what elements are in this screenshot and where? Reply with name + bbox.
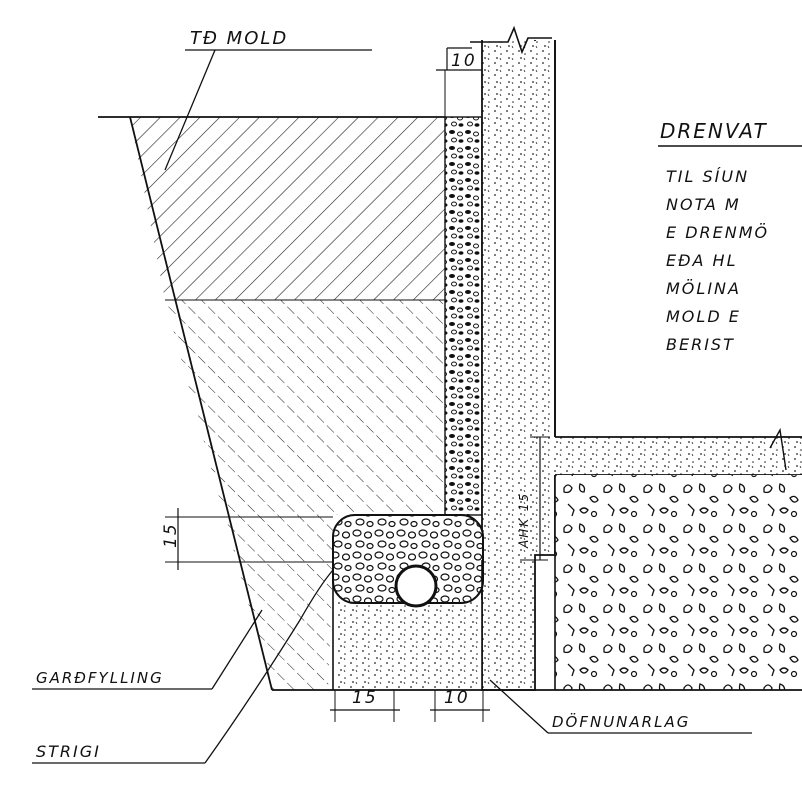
dim-ahk15: AHK 15 (517, 492, 531, 549)
label-gardfylling: GARÐFYLLING (36, 669, 164, 687)
note-line-3: E DRENMÖ (666, 223, 769, 242)
dim-15-bottom: 15 (352, 688, 378, 708)
dim-10-top: 10 (451, 51, 477, 71)
slab-break-mark (769, 427, 787, 471)
leader-strigi (204, 569, 334, 764)
gravel-drain-layer (444, 116, 483, 516)
footing-sand-bed (335, 600, 482, 690)
note-line-6: MOLD E (666, 307, 741, 326)
leader-gardfylling (211, 609, 263, 690)
note-line-5: MÖLINA (666, 279, 741, 298)
note-title: DRENVAT (660, 119, 768, 143)
backfill-upper-hatch (130, 117, 445, 300)
leader-td-mold (164, 49, 216, 171)
backfill-lower-hatch (165, 300, 445, 690)
wall-body-fill (483, 41, 554, 437)
label-strigi: STRIGI (36, 742, 101, 761)
dim-10-bottom: 10 (444, 688, 470, 708)
note-line-2: NOTA M (666, 195, 741, 214)
label-dofnunarlag: DÖFNUNARLAG (552, 712, 690, 731)
note-line-1: TIL SÍUN (666, 167, 749, 186)
underslab-fill (555, 475, 802, 690)
wall-break-mark (470, 25, 552, 55)
note-line-7: BERIST (666, 335, 735, 354)
leader-dofnunarlag (489, 679, 549, 734)
floor-slab (535, 437, 802, 475)
drain-pipe (394, 564, 438, 608)
excavation-slope-line (129, 116, 273, 691)
dim-15-left: 15 (161, 522, 181, 548)
note-line-4: EÐA HL (666, 251, 737, 270)
label-td-mold: TÐ MOLD (190, 28, 288, 49)
